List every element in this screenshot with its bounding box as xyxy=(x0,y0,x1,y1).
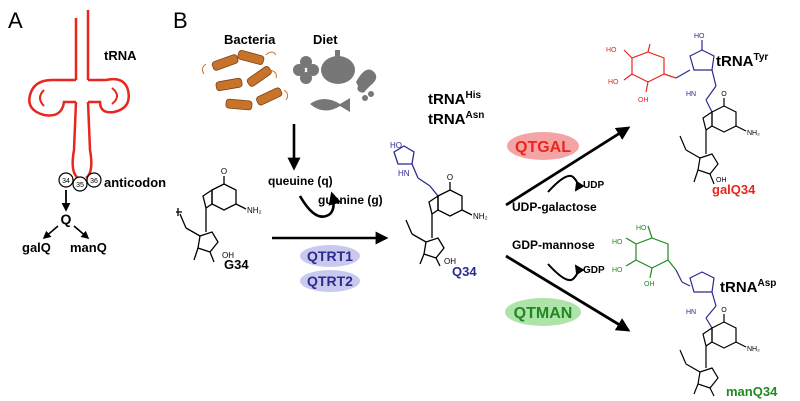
manq34-structure xyxy=(625,225,747,397)
q34-oh: OH xyxy=(444,257,456,266)
qtrt2-badge xyxy=(300,270,360,292)
qtman-badge xyxy=(505,298,581,326)
q34-nh2: NH₂ xyxy=(473,212,488,221)
galq-ho-3: HO xyxy=(694,33,705,40)
galq-ho-1: HO xyxy=(606,47,617,54)
qtgal-reaction-arrow xyxy=(505,126,631,207)
position-35: 35 xyxy=(76,182,84,189)
galq-ho-2: HO xyxy=(608,79,619,86)
manq34-label: manQ34 xyxy=(726,384,778,399)
galq-hn: HN xyxy=(686,91,696,98)
galq-o: O xyxy=(721,91,727,98)
anticodon-label: anticodon xyxy=(104,175,166,190)
manq-ho-3: HO xyxy=(612,267,623,274)
galq34-structure xyxy=(623,40,747,185)
bacteria-label: Bacteria xyxy=(224,32,276,47)
guanine-label: guanine (g) xyxy=(318,193,383,207)
q34-label: Q34 xyxy=(452,264,477,279)
arrow-to-galq xyxy=(42,225,59,240)
manq-nh2: NH₂ xyxy=(747,346,760,353)
manq-oh: OH xyxy=(644,281,655,288)
gdp-release-arrow xyxy=(547,263,585,282)
g34-label: G34 xyxy=(224,257,249,272)
queuine-label: queuine (q) xyxy=(268,174,333,188)
anticodon-positions: 34 35 36 xyxy=(58,172,102,192)
gdp-label: GDP xyxy=(583,265,605,276)
diet-label: Diet xyxy=(313,32,338,47)
galq-oh-2: OH xyxy=(716,177,727,184)
guanine-release-arrow xyxy=(298,191,342,218)
galq-nh2: NH₂ xyxy=(747,130,760,137)
udp-release-arrow xyxy=(547,174,585,193)
galq34-label: galQ34 xyxy=(712,182,756,197)
q34-o: O xyxy=(447,173,453,182)
panel-b-label: B xyxy=(173,8,188,33)
q34-ho: HO xyxy=(390,141,402,150)
position-34: 34 xyxy=(62,178,70,185)
qtman-label: QTMAN xyxy=(514,305,573,322)
trna-asp-label: tRNAAsp xyxy=(720,278,776,296)
q-label: Q xyxy=(61,211,72,227)
q34-structure xyxy=(393,145,473,267)
arrow-to-manq xyxy=(73,225,90,240)
manq-hn: HN xyxy=(686,309,696,316)
qtrt1-badge xyxy=(300,245,360,267)
position-36: 36 xyxy=(90,178,98,185)
qtrt2-label: QTRT2 xyxy=(307,273,353,289)
qtman-reaction-arrow xyxy=(505,254,631,332)
g34-structure xyxy=(176,176,247,263)
diet-icon xyxy=(293,50,377,112)
trna-tyr-label: tRNATyr xyxy=(716,52,768,70)
galq-oh: OH xyxy=(638,97,649,104)
qtrt1-label: QTRT1 xyxy=(307,248,353,264)
g34-nh2: NH₂ xyxy=(247,206,262,215)
trna-his-label: tRNAHis xyxy=(428,90,482,108)
gdp-mannose-label: GDP-mannose xyxy=(512,238,595,252)
manq-ho-2: HO xyxy=(612,239,623,246)
qtgal-label: QTGAL xyxy=(515,139,571,156)
trna-cloverleaf xyxy=(28,10,130,179)
manq-label: manQ xyxy=(70,240,107,255)
manq-o: O xyxy=(721,307,727,314)
qtgal-badge xyxy=(507,132,579,160)
galq-label: galQ xyxy=(22,240,51,255)
panel-a-label: A xyxy=(8,8,23,33)
trna-label: tRNA xyxy=(104,48,137,63)
g34-oh: OH xyxy=(222,251,234,260)
trna-asn-label: tRNAAsn xyxy=(428,110,484,128)
bacteria-icon xyxy=(201,50,289,111)
udp-galactose-label: UDP-galactose xyxy=(512,200,597,214)
q34-hn: HN xyxy=(398,169,410,178)
manq-ho-1: HO xyxy=(636,225,647,232)
udp-label: UDP xyxy=(583,180,604,191)
g34-o: O xyxy=(221,167,227,176)
